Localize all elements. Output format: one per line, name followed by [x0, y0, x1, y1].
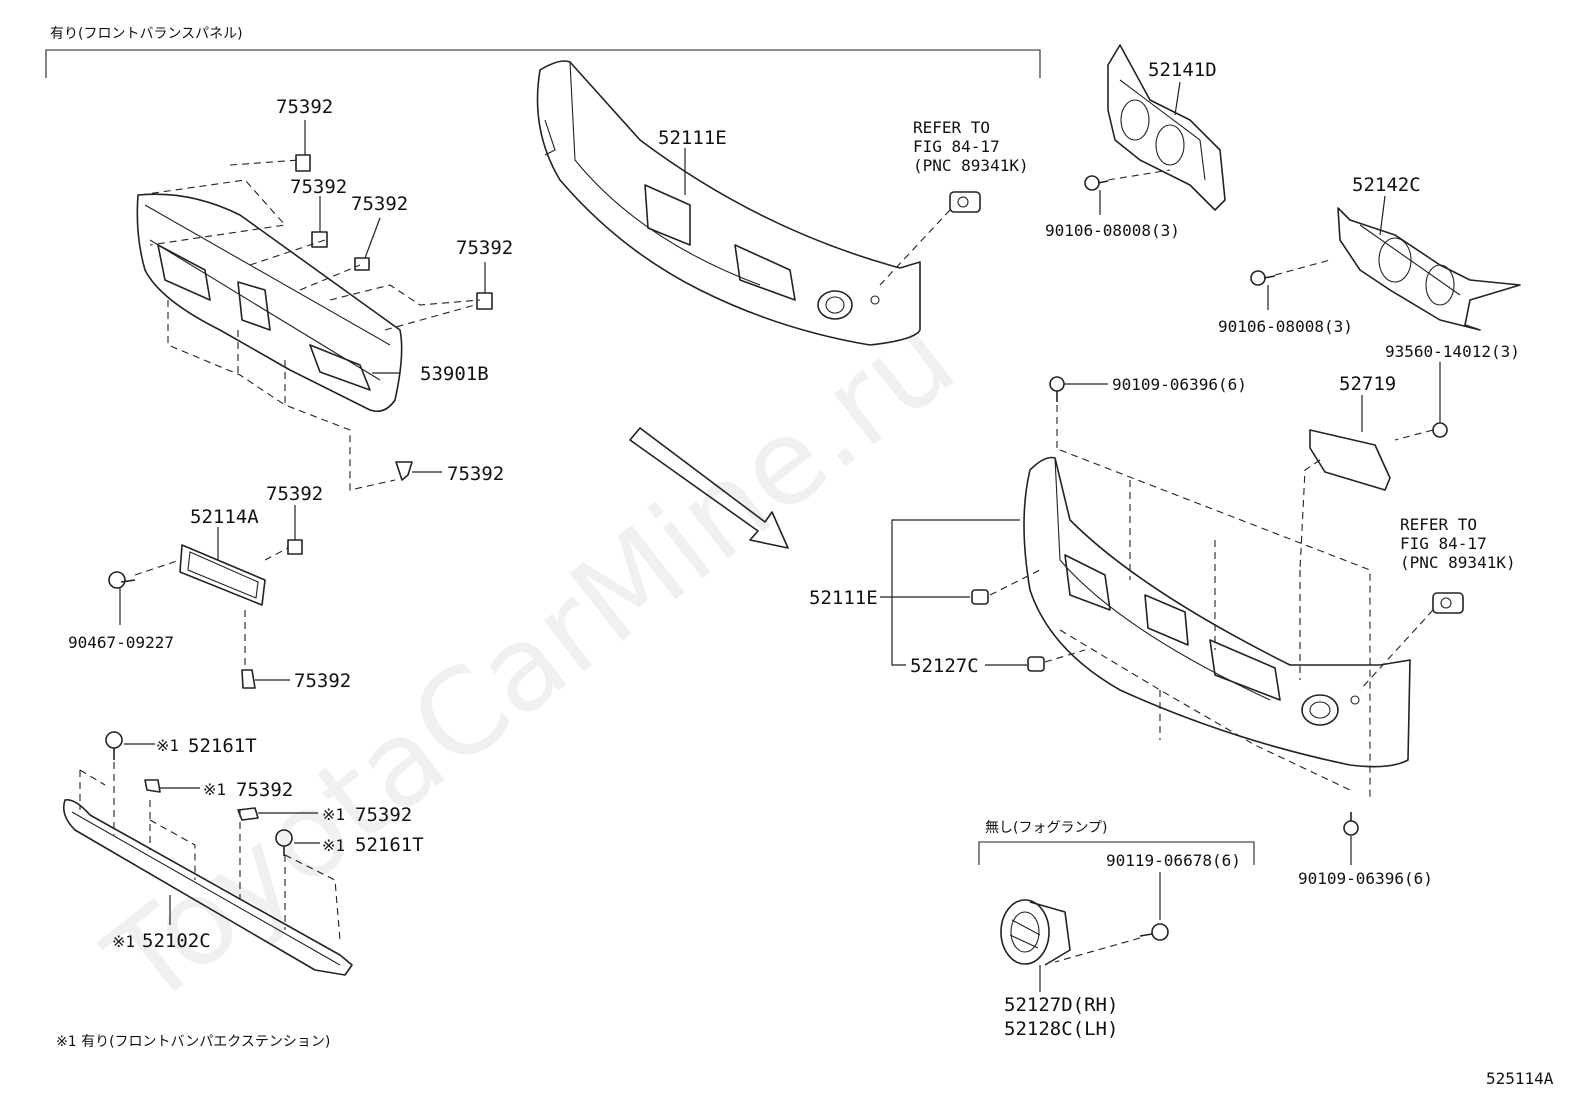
clip-75392-b-icon[interactable]	[311, 231, 328, 248]
clip-52161T-a-icon[interactable]	[105, 731, 123, 760]
label-90109-bottom: 90109-06396(6)	[1298, 869, 1433, 888]
watermark: ToyotaCarMine.ru	[81, 289, 979, 1033]
label-52161T-b: 52161T	[355, 834, 424, 856]
bolt-90106-b-icon[interactable]	[1250, 270, 1276, 286]
label-52127C: 52127C	[910, 655, 979, 677]
label-52111E-top: 52111E	[658, 127, 727, 149]
clip-52127C-icon[interactable]	[1027, 656, 1045, 672]
clip-75392-e-icon[interactable]	[395, 461, 413, 481]
label-90119-06678: 90119-06678(6)	[1106, 851, 1241, 870]
bumper-extension-52102C[interactable]	[62, 798, 353, 976]
label-75392-h: 75392	[236, 779, 293, 801]
label-93560-14012: 93560-14012(3)	[1385, 342, 1520, 361]
clip-52111E-icon[interactable]	[971, 589, 989, 605]
label-75392-c: 75392	[351, 193, 408, 215]
label-75392-d: 75392	[456, 237, 513, 259]
header-with-balance-panel: 有り(フロントバランスパネル)	[50, 26, 243, 42]
header-bracket	[45, 49, 1041, 78]
refer-bottom-line2[interactable]: FIG 84-17	[1400, 534, 1487, 553]
clip-75392-c-icon[interactable]	[354, 257, 370, 271]
refer-bottom-line3[interactable]: (PNC 89341K)	[1400, 553, 1516, 572]
mark-75392-i: ※1	[322, 805, 345, 824]
label-52102C: 52102C	[142, 930, 211, 952]
label-52114A: 52114A	[190, 506, 259, 528]
label-90109-top: 90109-06396(6)	[1112, 375, 1247, 394]
label-52111E-mid: 52111E	[809, 587, 878, 609]
label-52127D-RH: 52127D(RH)	[1004, 994, 1118, 1016]
label-90106-b: 90106-08008(3)	[1218, 317, 1353, 336]
label-90106-a: 90106-08008(3)	[1045, 221, 1180, 240]
screw-93560-icon[interactable]	[1432, 422, 1448, 438]
label-90467-09227: 90467-09227	[68, 633, 174, 652]
cover-52719[interactable]	[1309, 429, 1391, 491]
label-75392-f: 75392	[266, 483, 323, 505]
label-53901B: 53901B	[420, 363, 489, 385]
label-75392-a: 75392	[276, 96, 333, 118]
mark-52102C: ※1	[112, 932, 135, 951]
license-bracket-52114A[interactable]	[179, 544, 266, 606]
bumper-stay-52142C[interactable]	[1337, 207, 1521, 331]
label-75392-i: 75392	[355, 804, 412, 826]
balance-panel-53901B[interactable]	[136, 193, 403, 413]
bolt-90106-a-icon[interactable]	[1084, 175, 1109, 191]
mark-52161T-b: ※1	[322, 836, 345, 855]
footnote: ※1 有り(フロントバンパエクステンション)	[56, 1034, 330, 1050]
front-bumper-52111E-top[interactable]	[536, 60, 921, 346]
clip-75392-f-icon[interactable]	[287, 539, 303, 555]
screw-90467-icon[interactable]	[108, 571, 136, 589]
mark-75392-h: ※1	[203, 780, 226, 799]
sensor-89341K-bottom-icon[interactable]	[1432, 592, 1464, 614]
front-bumper-52111E-assembly[interactable]	[1023, 456, 1411, 768]
direction-arrow-icon	[629, 427, 789, 549]
sensor-89341K-top-icon[interactable]	[949, 191, 981, 213]
bumper-stay-52141D[interactable]	[1107, 44, 1226, 211]
refer-top-line3[interactable]: (PNC 89341K)	[913, 156, 1029, 175]
diagram-code: 525114A	[1486, 1069, 1554, 1088]
clip-75392-d-icon[interactable]	[476, 292, 493, 310]
clip-75392-h-icon[interactable]	[144, 779, 161, 793]
refer-top-line1[interactable]: REFER TO	[913, 118, 990, 137]
screw-90119-icon[interactable]	[1139, 923, 1169, 941]
mark-52161T-a: ※1	[156, 736, 179, 755]
clip-52161T-b-icon[interactable]	[275, 829, 293, 856]
clip-75392-a-icon[interactable]	[295, 154, 311, 172]
clip-75392-i-icon[interactable]	[237, 807, 259, 821]
label-75392-e: 75392	[447, 463, 504, 485]
bolt-90109-bottom-icon[interactable]	[1343, 812, 1359, 836]
label-52142C: 52142C	[1352, 174, 1421, 196]
label-52161T-a: 52161T	[188, 735, 257, 757]
label-75392-g: 75392	[294, 670, 351, 692]
bolt-90109-top-icon[interactable]	[1049, 376, 1065, 402]
refer-bottom-line1[interactable]: REFER TO	[1400, 515, 1477, 534]
clip-75392-g-icon[interactable]	[241, 669, 256, 689]
refer-top-line2[interactable]: FIG 84-17	[913, 137, 1000, 156]
label-52128C-LH: 52128C(LH)	[1004, 1018, 1118, 1040]
label-52141D: 52141D	[1148, 59, 1217, 81]
fog-cover-52127D-52128C[interactable]	[1000, 899, 1071, 966]
no-fog-bracket	[978, 841, 1255, 865]
label-52719: 52719	[1339, 373, 1396, 395]
label-75392-b: 75392	[290, 176, 347, 198]
label-without-fog-lamp: 無し(フォグランプ)	[985, 820, 1108, 836]
